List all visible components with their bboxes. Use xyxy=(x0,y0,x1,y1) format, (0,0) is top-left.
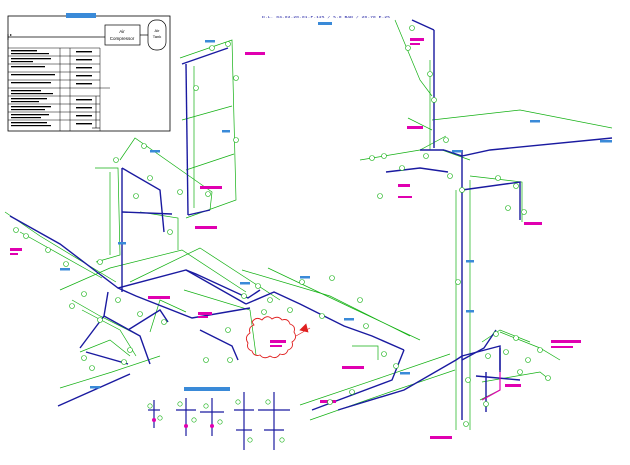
revision-cloud-marker xyxy=(295,323,311,337)
legend-row-marks xyxy=(11,50,92,127)
drawing-header-text: D.L. 04-02-20-01-F-125 / 5.0 BAR / 20-70… xyxy=(262,15,391,19)
legend-title-bar xyxy=(66,13,96,18)
fitting-detail-tee-2 xyxy=(176,398,196,436)
pipe-label-bars xyxy=(60,22,612,391)
fitting-detail-cross-1 xyxy=(200,398,224,436)
fitting-detail-cross-2 xyxy=(258,392,290,450)
legend-table xyxy=(8,47,110,131)
fitting-detail-tee-3 xyxy=(234,392,254,450)
fitting-bubbles xyxy=(13,25,551,427)
fitting-detail-bubbles xyxy=(147,399,285,443)
highlighted-pipe-segment xyxy=(481,372,501,401)
fitting-detail-tee-1 xyxy=(148,400,160,428)
fitting-details xyxy=(148,392,290,450)
air-compressor-symbol: Air Compressor xyxy=(104,24,141,46)
pipe-runs xyxy=(9,19,613,420)
compressor-label-1: Air xyxy=(119,29,125,34)
svg-text:▸: ▸ xyxy=(10,32,12,37)
compressor-label-2: Compressor xyxy=(110,36,135,41)
legend-box: ▸ Air Compressor Air Tank xyxy=(7,13,171,132)
tank-label-2: Tank xyxy=(153,34,161,39)
tank-label-1: Air xyxy=(155,28,161,33)
magenta-tags xyxy=(10,38,581,439)
air-tank-symbol: Air Tank xyxy=(147,19,167,51)
revision-cloud xyxy=(245,316,297,359)
